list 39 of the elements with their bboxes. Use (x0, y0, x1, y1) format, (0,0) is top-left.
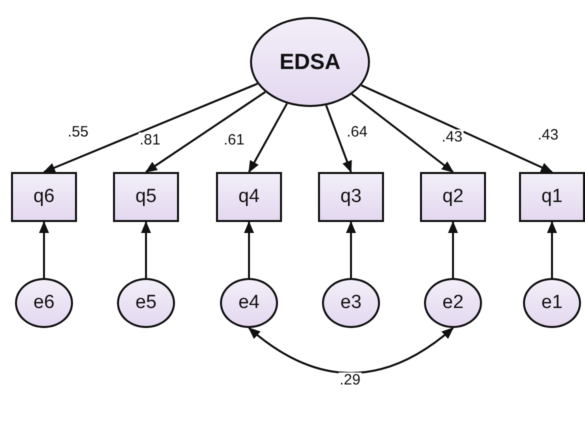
observed-variable-box (11, 172, 77, 222)
variable-name: e5 (135, 292, 157, 314)
observed-variable-box (519, 172, 585, 222)
path-arrow (248, 103, 288, 173)
variable-name: e1 (541, 292, 563, 314)
observed-variable-box (420, 172, 486, 222)
edge-label: .61 (222, 132, 246, 148)
variable-name: q1 (541, 186, 563, 208)
variable-name: EDSA (279, 49, 341, 75)
observed-variable-box (216, 172, 282, 222)
path-arrow (145, 91, 266, 173)
edge-label: .64 (346, 124, 368, 140)
path-arrow (346, 221, 356, 278)
path-arrow (39, 221, 49, 278)
path-arrow (141, 221, 151, 278)
variable-name: e6 (33, 292, 55, 314)
variable-name: e3 (340, 292, 362, 314)
variable-name: e4 (238, 292, 260, 314)
variable-name: q2 (442, 186, 464, 208)
variable-name: q3 (340, 186, 362, 208)
path-arrow (448, 221, 458, 278)
edge-label: .81 (138, 132, 162, 148)
observed-variable-box (318, 172, 384, 222)
path-arrow (244, 221, 254, 278)
edge-label: .43 (536, 128, 560, 142)
variable-name: q4 (238, 186, 260, 208)
observed-variable-box (113, 172, 179, 222)
path-arrow (360, 84, 553, 173)
edge-label: .55 (66, 124, 90, 140)
path-arrow (325, 105, 352, 173)
covariance-arrow (248, 327, 454, 374)
variable-name: q6 (33, 186, 55, 208)
path-arrow (547, 221, 557, 278)
path-arrow (351, 93, 454, 173)
path-arrow (43, 82, 258, 173)
edge-label: .43 (440, 130, 464, 144)
edge-label: .29 (338, 372, 362, 388)
variable-name: q5 (135, 186, 157, 208)
variable-name: e2 (442, 292, 464, 314)
